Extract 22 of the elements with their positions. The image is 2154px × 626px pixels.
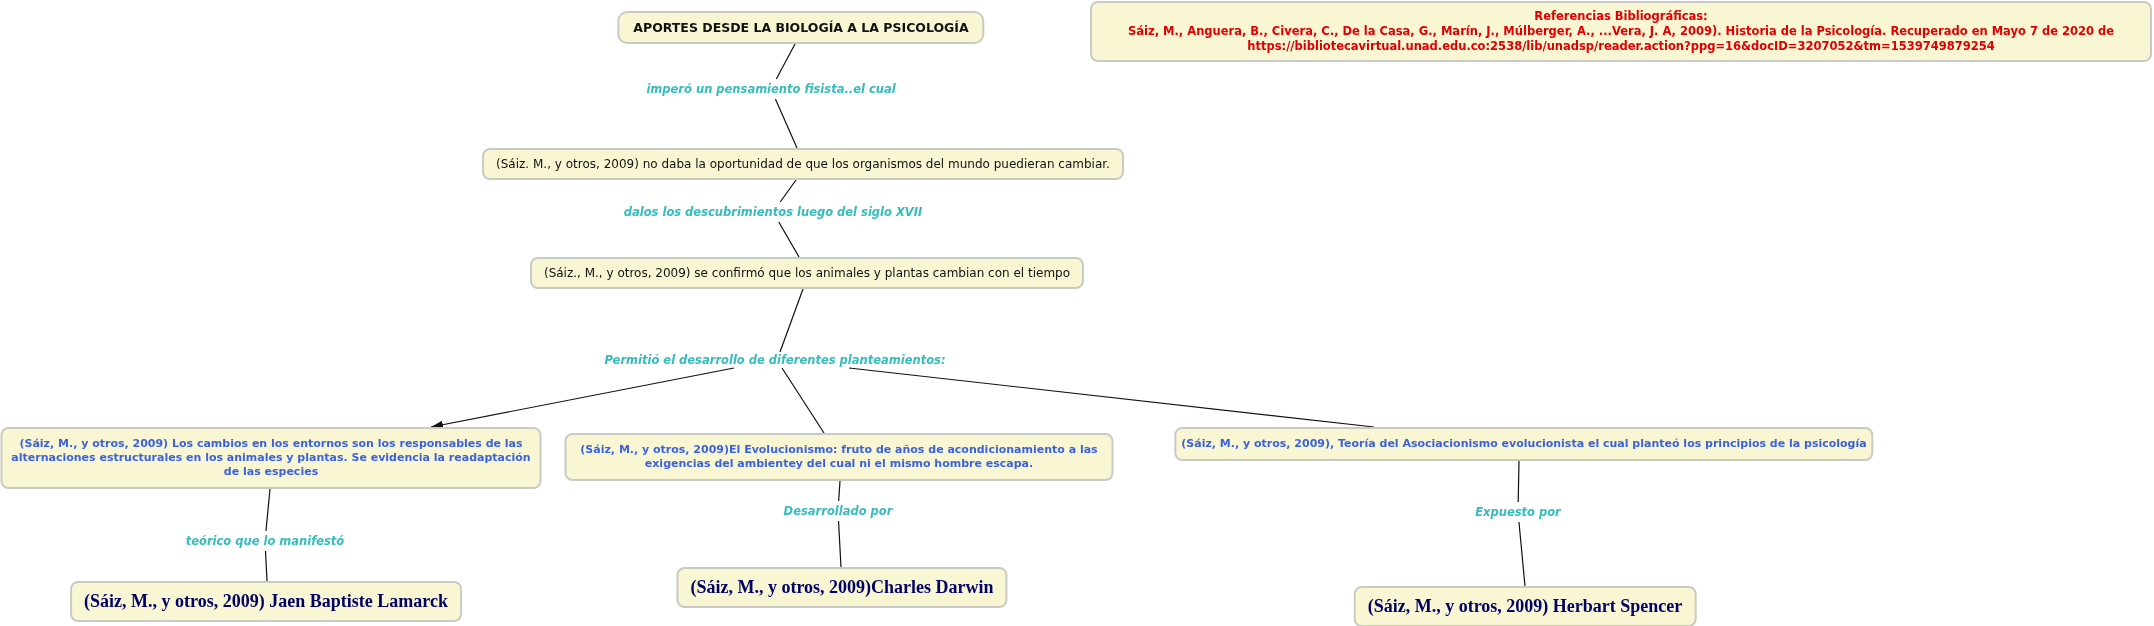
title-box: APORTES DESDE LA BIOLOGÍA A LA PSICOLOGÍA [617, 11, 985, 44]
arrow [430, 367, 735, 429]
connector-line [264, 488, 271, 582]
connector-line [848, 367, 1375, 428]
connector-line [774, 43, 798, 149]
reference-heading: Referencias Bibliográficas: [1533, 9, 1709, 24]
reference-box [1090, 1, 2152, 62]
connector-line [1517, 460, 1526, 587]
connector-line [837, 480, 842, 568]
reference-text: Sáiz, M., Anguera, B., Civera, C., De la Casa, G., Marín, J., Múlberger, A., ...Vera, J. A, 2009). Historia de la Psicología. Recuperado en Mayo 7 de 2020 de https://bibliotecavirtual.unad.edu.co:2538/lib/unadsp/reader.action?ppg=16&docID=3207052&tm=1539749879254 [1127, 24, 2115, 54]
concept-box: (Sáiz., M., y otros, 2009) se confirmó que los animales y plantas cambian con el tiempo [529, 257, 1085, 289]
concept-box: (Sáiz, M., y otros, 2009)El Evolucionismo: fruto de años de acondicionamiento a las exigencias del ambientey del cual ni el mismo hombre escapa. [564, 433, 1114, 481]
concept-box: (Sáiz, M., y otros, 2009) Jaen Baptiste Lamarck [70, 581, 462, 622]
concept-box: (Sáiz, M., y otros, 2009), Teoría del Asociacionismo evolucionista el cual planteó los principios de la psicología [1174, 427, 1874, 461]
concept-box: (Sáiz, M., y otros, 2009)Charles Darwin [676, 567, 1008, 608]
concept-box: (Sáiz, M., y otros, 2009) Herbart Spencer [1353, 586, 1697, 626]
connector-line [781, 367, 825, 434]
connector-line [778, 179, 800, 258]
concept-box: (Sáiz. M., y otros, 2009) no daba la oportunidad de que los organismos del mundo puedieran cambiar. [482, 148, 1124, 180]
concept-box: (Sáiz, M., y otros, 2009) Los cambios en los entornos son los responsables de las alternaciones estructurales en los animales y plantas. Se evidencia la readaptación de las especies [0, 427, 542, 489]
linking-phrase: Permitió el desarrollo de diferentes planteamientos: [602, 352, 948, 368]
connector-line [779, 288, 804, 353]
